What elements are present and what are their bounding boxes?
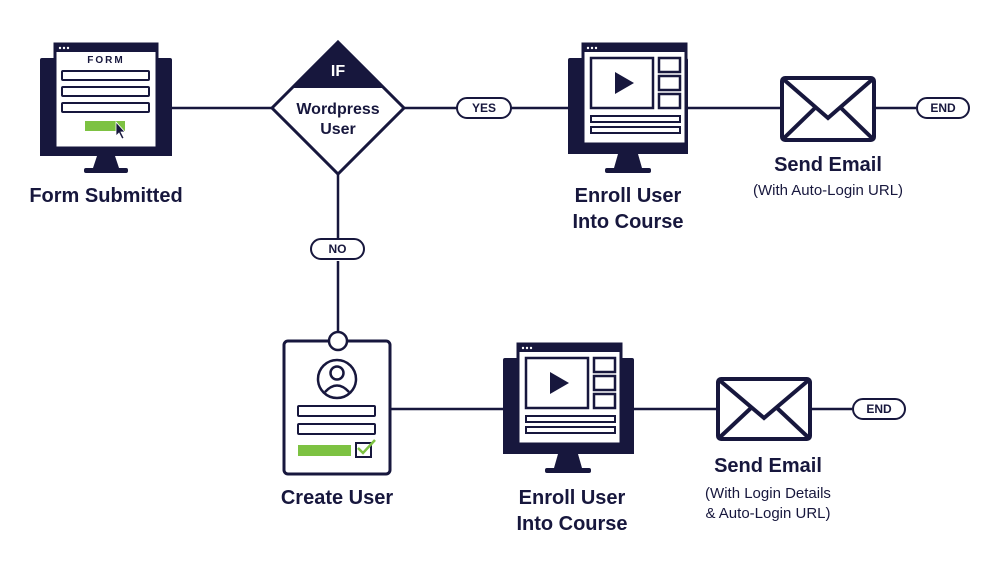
enroll-bottom-line-1: Enroll User [518,487,626,509]
no-pill: NO [310,238,365,260]
decision-line-1: Wordpress [296,101,380,118]
enroll-top-label: Enroll User Into Course [548,183,708,235]
form-title: FORM [87,55,125,66]
monitor-video-icon [568,42,688,173]
monitor-video-icon [503,342,634,473]
connector-lines [172,106,916,411]
decision-diamond [269,39,407,177]
send-email-bottom-title: Send Email [714,455,822,477]
envelope-icon [780,76,876,142]
envelope-icon [716,377,812,441]
decision-text: Wordpress User [278,100,398,140]
yes-pill: YES [456,97,512,119]
enroll-top-line-2: Into Course [572,211,684,233]
end-top-pill: END [916,97,970,119]
send-email-bottom-note: (With Login Details & Auto-Login URL) [668,484,868,524]
id-badge-user-icon [282,330,392,476]
send-email-bottom-note-line-1: (With Login Details [705,485,831,502]
end-bottom-pill: END [852,398,906,420]
create-user-label: Create User [280,487,394,509]
enroll-bottom-line-2: Into Course [516,513,628,535]
enroll-bottom-label: Enroll User Into Course [489,485,655,537]
send-email-top-title: Send Email [774,154,882,176]
form-submitted-label: Form Submitted [29,185,183,207]
decision-if-label: IF [330,63,346,80]
monitor-form-icon [40,42,172,173]
send-email-bottom-note-line-2: & Auto-Login URL) [705,505,831,522]
enroll-top-line-1: Enroll User [574,185,682,207]
send-email-top-note: (With Auto-Login URL) [752,182,904,199]
decision-line-2: User [320,121,356,138]
